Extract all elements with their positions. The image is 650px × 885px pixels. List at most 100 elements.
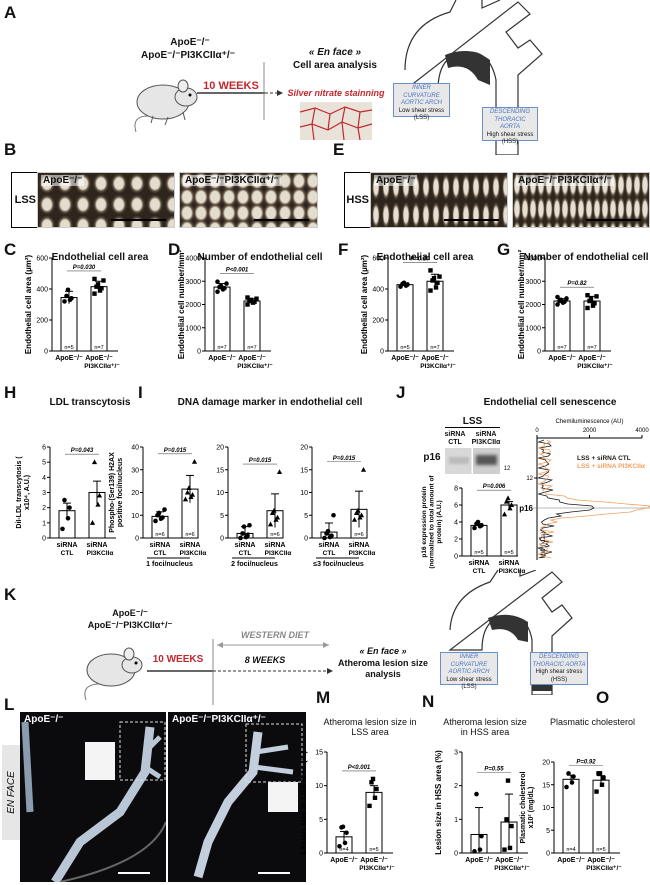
data-point xyxy=(505,495,511,501)
n-label: n=7 xyxy=(217,345,226,351)
data-point xyxy=(475,519,481,525)
data-point xyxy=(435,280,440,285)
data-point xyxy=(344,830,349,836)
x-tick-label: ApoE⁻/⁻ xyxy=(587,857,615,864)
data-point xyxy=(337,843,342,849)
n-label: n=5 xyxy=(596,847,605,853)
blot-mw-marker: 12 xyxy=(503,466,511,472)
data-point xyxy=(99,286,104,291)
data-point xyxy=(156,510,162,516)
data-point xyxy=(182,496,189,502)
data-point xyxy=(252,299,257,304)
y-axis-label: Endothelial cell area (µm²) xyxy=(24,255,33,355)
n-label: n=7 xyxy=(557,345,566,351)
x-tick-label-2: CTL xyxy=(473,568,486,575)
data-point xyxy=(238,535,243,541)
data-point xyxy=(62,299,67,304)
lane-1-line-2: CTL xyxy=(448,439,462,446)
x-tick-label-2: CTL xyxy=(154,550,167,557)
en-face-text: EN FACE xyxy=(5,771,17,814)
y-tick-label: 2000 xyxy=(185,302,201,309)
hss-label: HSS xyxy=(346,194,369,206)
x-tick-label: siRNA xyxy=(56,542,77,549)
scheme-k-analysis-2: Atheroma lesion size xyxy=(338,658,429,668)
panel-label-c: C xyxy=(4,240,17,259)
p-value: P=0.55 xyxy=(484,767,504,773)
p-value: P=0.92 xyxy=(576,759,596,765)
p-value: P=0.82 xyxy=(567,281,587,287)
y-axis-label: Endothelial cell number/mm² xyxy=(177,249,186,359)
y-tick-label: 2 xyxy=(454,783,458,790)
data-point xyxy=(69,296,74,301)
n-label: n=7 xyxy=(430,345,439,351)
data-point xyxy=(247,522,252,528)
chart-title-n: Atheroma lesion size in HSS area xyxy=(443,717,527,737)
chart-title-m: Atheroma lesion size in LSS area xyxy=(323,717,417,737)
x-tick-label: ApoE⁻/⁻ xyxy=(557,857,585,864)
chart-svg: 05101520siRNACTLn=6siRNAPI3KCIIαP=0.015≤… xyxy=(300,445,375,569)
group-label: 1 foci/nucleus xyxy=(146,561,193,568)
x-tick-label: ApoE⁻/⁻ xyxy=(330,857,358,864)
x-tick-label: ApoE⁻/⁻ xyxy=(85,355,113,362)
y-axis-label-line: (normalized to total amount of xyxy=(429,475,436,569)
data-point xyxy=(585,305,590,311)
hss-bracket: HSS xyxy=(344,172,371,228)
data-point xyxy=(590,303,596,308)
data-point xyxy=(329,533,334,539)
bar xyxy=(562,778,580,854)
data-point xyxy=(101,278,106,283)
x-tick-label: ApoE⁻/⁻ xyxy=(548,355,576,362)
bar xyxy=(213,286,231,352)
n-label: n=7 xyxy=(94,345,103,351)
y-tick-label: 10 xyxy=(216,490,224,497)
y-tick-label: 10 xyxy=(300,490,308,497)
x-tick-label-2: CTL xyxy=(61,550,74,557)
scheme-a-genotype-1: ApoE⁻/⁻ xyxy=(170,37,210,48)
bar xyxy=(396,284,414,352)
n-label: n=6 xyxy=(240,532,249,538)
scale-bar xyxy=(444,219,499,221)
western-blot-image xyxy=(445,448,500,474)
data-point xyxy=(241,524,247,529)
n-label: n=5 xyxy=(400,345,409,351)
data-point xyxy=(479,833,484,839)
n-label: n=4 xyxy=(566,847,575,853)
panel-label-n: N xyxy=(422,692,435,711)
y-tick-label: 15 xyxy=(216,467,224,474)
data-point xyxy=(431,275,437,281)
data-point xyxy=(594,789,599,794)
data-point xyxy=(472,525,477,531)
timeline-arrow xyxy=(197,62,283,120)
y-axis-label-line: protein) (A.U.) xyxy=(436,500,443,543)
scheme-k-diet: WESTERN DIET xyxy=(240,630,309,640)
x-tick-label-2: PI3KCIIα xyxy=(499,568,526,575)
y-axis-label-line: DiI-LDL transcytosis ( xyxy=(16,456,23,529)
p-value: P=0.006 xyxy=(483,484,506,490)
x-tick-label: ApoE⁻/⁻ xyxy=(578,355,606,362)
panel-label-h: H xyxy=(4,383,17,402)
p-value: P=0.030 xyxy=(73,265,96,271)
hss-box-title: DESCENDING THORACIC AORTA xyxy=(489,109,530,130)
y-axis-label: Endothelial cell number/mm² xyxy=(517,249,526,359)
y-tick-label: 5 xyxy=(42,460,46,467)
blot-band-label: p16 xyxy=(423,452,441,463)
data-point xyxy=(437,274,442,279)
panel-label-o: O xyxy=(596,688,610,707)
photo-label: ApoE⁻/⁻PI3KCIIα⁺/⁻ xyxy=(172,714,266,725)
x-tick-label: siRNA xyxy=(318,542,339,549)
x-tick-label: ApoE⁻/⁻ xyxy=(360,857,388,864)
mw-label: 12 xyxy=(526,476,533,482)
lss-box-line2: (LSS) xyxy=(413,115,430,121)
data-point xyxy=(428,288,433,293)
y-tick-label: 200 xyxy=(36,318,48,325)
data-point xyxy=(507,505,513,511)
x-tick-label: ApoE⁻/⁻ xyxy=(465,857,493,864)
y-tick-label: 2 xyxy=(454,537,458,544)
